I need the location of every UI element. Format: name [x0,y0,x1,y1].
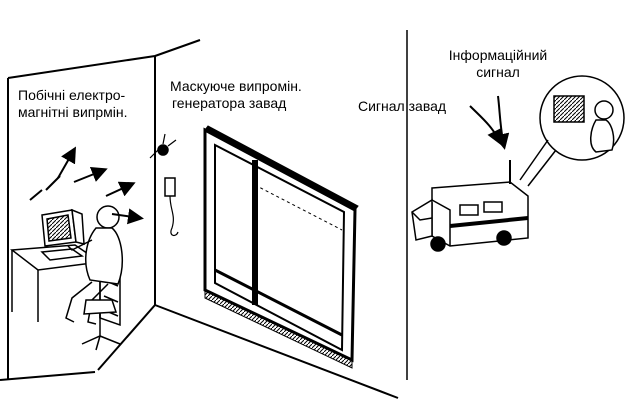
info-signal-label-line1: Інформаційний [448,47,548,63]
computer-monitor [40,208,85,261]
room-walls [0,39,399,399]
emission-arrows [29,146,144,225]
side-emissions-label-line2: магнітні випрмін. [18,104,128,120]
noise-signal-label: Сигнал завад [358,98,447,114]
masking-radiation-label-line1: Маскуюче випромін. [170,78,302,94]
side-emissions-label-line1: Побічні електро- [18,87,126,103]
noise-generator-device [149,133,179,237]
surveillance-van [411,160,529,252]
operator-person [65,205,124,351]
magnified-inset [519,75,625,187]
signal-arrows [469,95,510,150]
info-signal-label-line2: сигнал [476,64,520,80]
masking-radiation-label-line2: генератора завад [172,95,287,111]
window [203,125,359,369]
